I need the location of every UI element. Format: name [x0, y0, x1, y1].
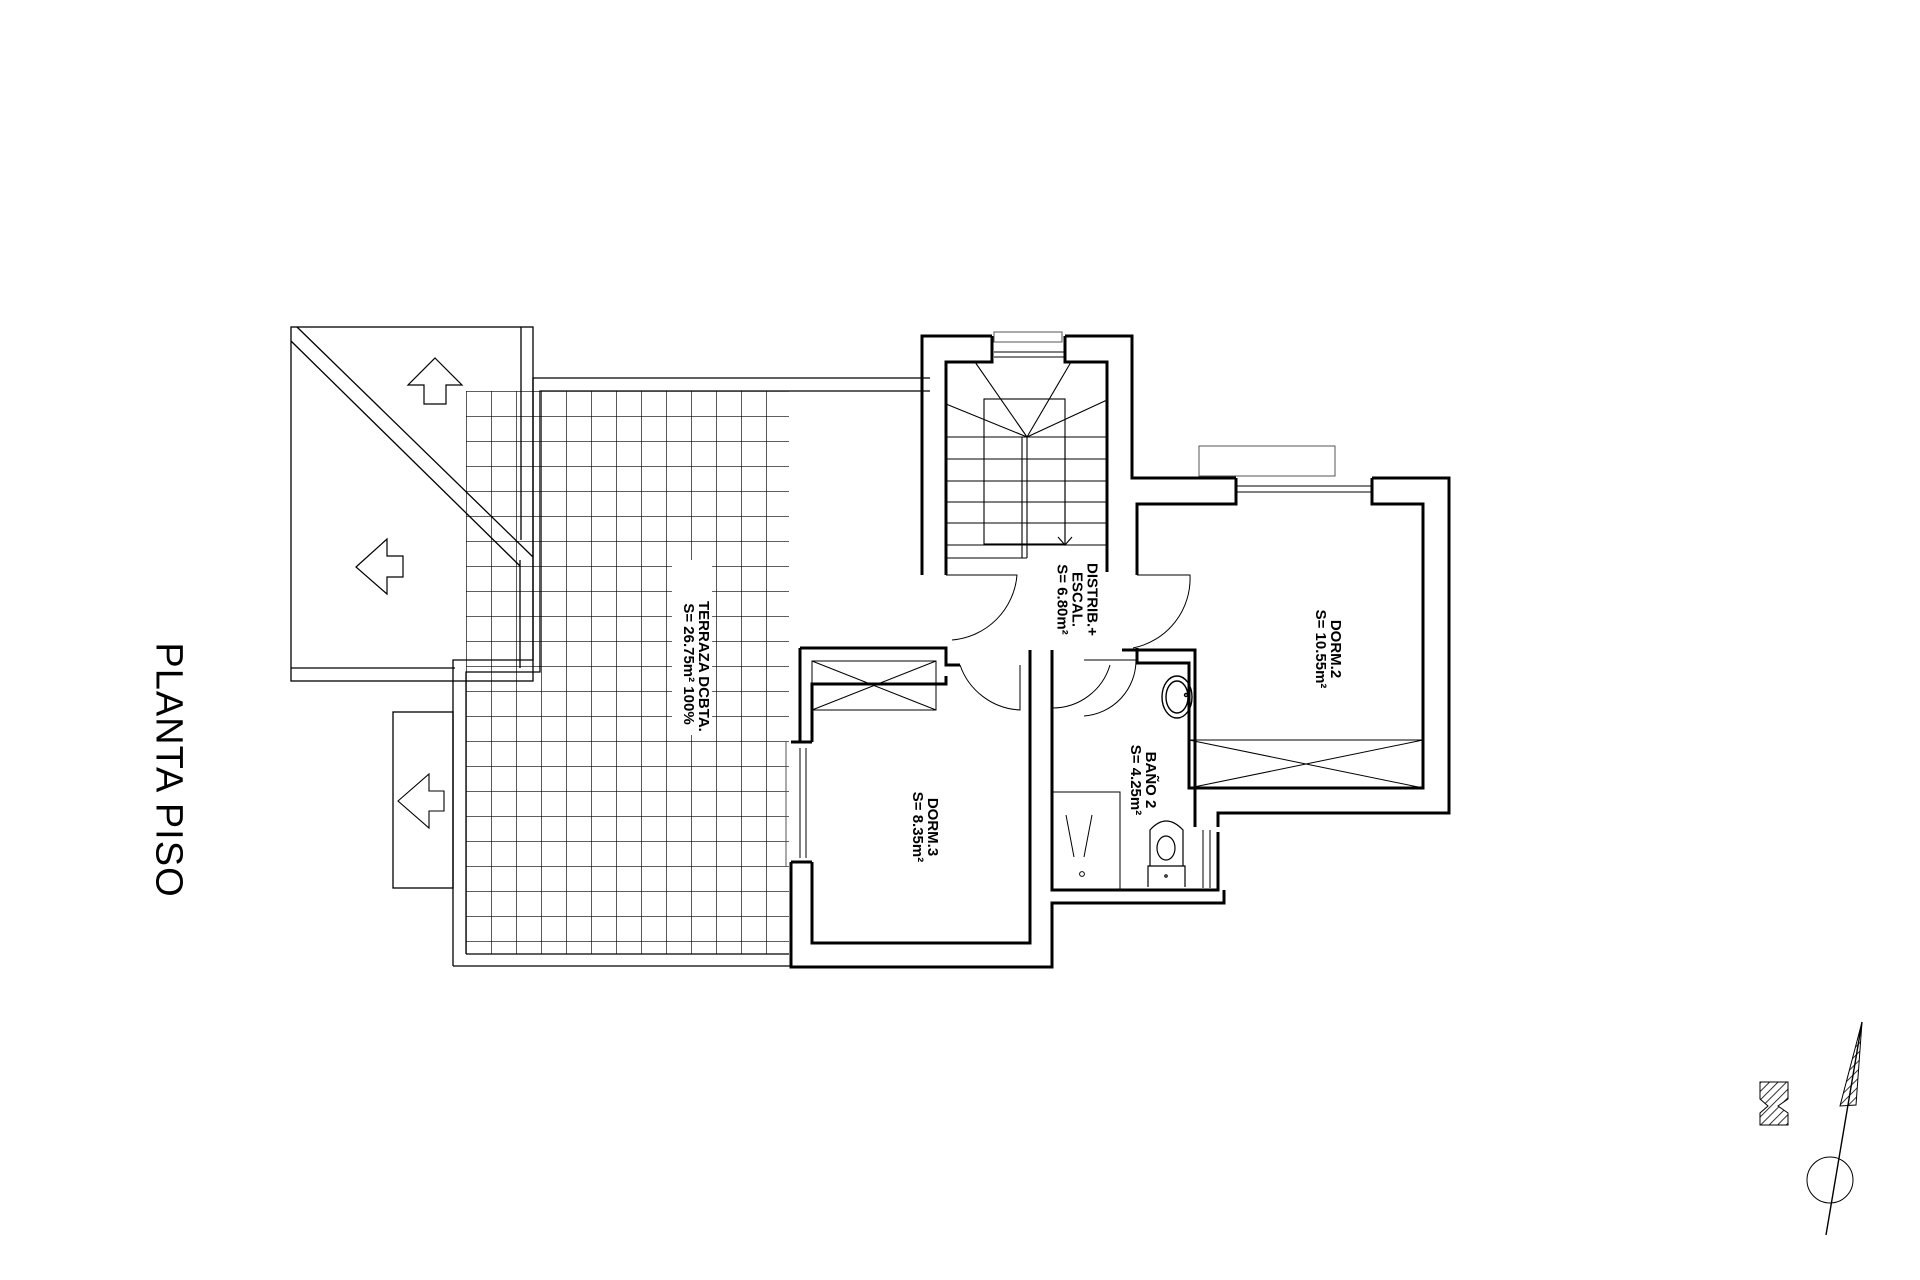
shower-tray-icon	[1051, 791, 1121, 891]
toilet-icon	[1147, 820, 1186, 887]
room-name: DORM.2	[1327, 619, 1344, 679]
drawing-title: PLANTA PISO	[143, 620, 193, 920]
room-label-dorm2: DORM.2 S= 10.55m²	[1311, 606, 1344, 692]
room-area: S= 4.25m²	[1127, 744, 1144, 816]
room-name: BAÑO 2	[1142, 751, 1159, 809]
north-arrow-icon	[1759, 1021, 1863, 1236]
room-label-terraza: TERRAZA DCBTA. S= 26.75m² 100%	[679, 599, 712, 732]
room-label-dorm3: DORM.3 S= 8.35m²	[908, 789, 941, 865]
room-area: S= 6.80m²	[1053, 564, 1071, 635]
room-area: S= 10.55m²	[1312, 609, 1329, 689]
windows	[785, 331, 1372, 888]
room-area: S= 26.75m² 100%	[680, 599, 697, 729]
room-area: S= 8.35m²	[909, 791, 926, 863]
exterior-walls	[789, 334, 1451, 969]
room-label-distrib: DISTRIB.+ ESCAL. S= 6.80m²	[1053, 560, 1101, 640]
room-label-bano2: BAÑO 2 S= 4.25m²	[1126, 742, 1159, 818]
small-roof	[392, 711, 454, 889]
room-name: DORM.3	[924, 797, 941, 857]
staircase	[945, 361, 1108, 559]
room-name-2: ESCAL.	[1068, 571, 1086, 627]
sink-icon	[1161, 675, 1193, 719]
room-name: DISTRIB.+	[1083, 563, 1101, 636]
room-name: TERRAZA DCBTA.	[695, 599, 712, 732]
doors	[946, 574, 1191, 717]
roof-slope-arrow-up	[406, 357, 464, 405]
wardrobe-dorm3	[811, 660, 937, 711]
wardrobe-dorm2	[1188, 739, 1424, 789]
title-text: PLANTA PISO	[147, 642, 190, 898]
stair-arrow-down	[1057, 536, 1073, 546]
roof-slope-arrow-left	[355, 537, 404, 596]
